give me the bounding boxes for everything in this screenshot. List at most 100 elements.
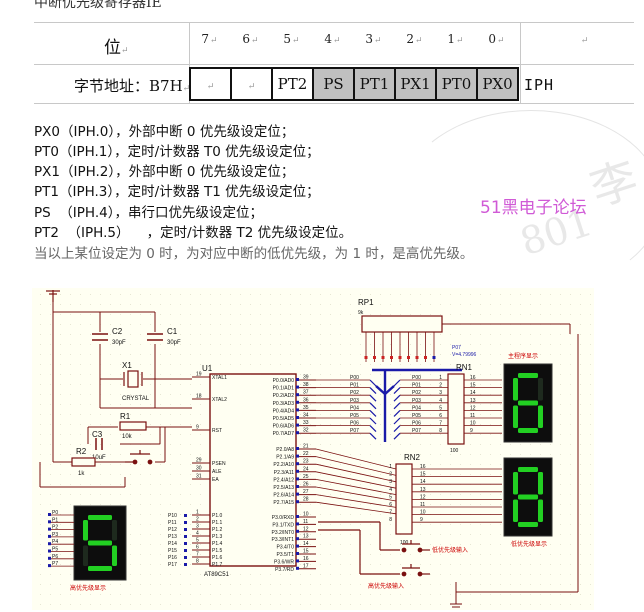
grid-dot bbox=[250, 574, 251, 575]
grid-dot bbox=[580, 424, 581, 425]
grid-dot bbox=[470, 334, 471, 335]
grid-dot bbox=[320, 294, 321, 295]
grid-dot bbox=[190, 524, 191, 525]
grid-dot bbox=[110, 394, 111, 395]
grid-dot bbox=[360, 294, 361, 295]
rp1-pin-marker bbox=[364, 356, 368, 359]
pin-marker bbox=[48, 549, 51, 553]
grid-dot bbox=[510, 344, 511, 345]
rn2-pin-number: 5 bbox=[389, 494, 392, 500]
segment-e bbox=[513, 405, 518, 428]
grid-dot bbox=[430, 384, 431, 385]
grid-dot bbox=[400, 594, 401, 595]
grid-dot bbox=[470, 294, 471, 295]
grid-dot bbox=[280, 324, 281, 325]
grid-dot bbox=[320, 524, 321, 525]
grid-dot bbox=[150, 294, 151, 295]
grid-dot bbox=[300, 474, 301, 475]
grid-dot bbox=[130, 344, 131, 345]
grid-dot bbox=[560, 314, 561, 315]
grid-dot bbox=[40, 334, 41, 335]
grid-dot bbox=[390, 374, 391, 375]
grid-dot bbox=[120, 414, 121, 415]
grid-dot bbox=[440, 604, 441, 605]
rp1-pins bbox=[364, 332, 436, 362]
rn2-value: 100 bbox=[400, 540, 409, 546]
grid-dot bbox=[570, 504, 571, 505]
grid-dot bbox=[500, 374, 501, 375]
grid-dot bbox=[90, 404, 91, 405]
rn2-pin-number: 4 bbox=[389, 487, 392, 493]
grid-dot bbox=[200, 424, 201, 425]
reset-button[interactable] bbox=[125, 450, 153, 465]
grid-dot bbox=[590, 594, 591, 595]
segment-e bbox=[83, 545, 88, 566]
grid-dot bbox=[570, 434, 571, 435]
grid-dot bbox=[250, 304, 251, 305]
seven-segment-low-priority bbox=[503, 457, 553, 537]
grid-dot bbox=[380, 344, 381, 345]
grid-dot bbox=[170, 594, 171, 595]
grid-dot bbox=[190, 494, 191, 495]
grid-dot bbox=[80, 454, 81, 455]
grid-dot bbox=[350, 474, 351, 475]
grid-dot bbox=[200, 354, 201, 355]
grid-dot bbox=[160, 414, 161, 415]
grid-dot bbox=[180, 514, 181, 515]
grid-dot bbox=[370, 294, 371, 295]
grid-dot bbox=[390, 464, 391, 465]
grid-dot bbox=[130, 394, 131, 395]
grid-dot bbox=[120, 324, 121, 325]
grid-dot bbox=[370, 314, 371, 315]
grid-dot bbox=[210, 334, 211, 335]
grid-dot bbox=[240, 364, 241, 365]
grid-dot bbox=[370, 554, 371, 555]
grid-dot bbox=[440, 354, 441, 355]
low-priority-input-button[interactable] bbox=[318, 521, 430, 553]
grid-dot bbox=[590, 494, 591, 495]
grid-dot bbox=[470, 434, 471, 435]
grid-dot bbox=[510, 584, 511, 585]
grid-dot bbox=[400, 314, 401, 315]
mcu-pin-name: P3.5/T1 bbox=[276, 552, 294, 558]
grid-dot bbox=[100, 594, 101, 595]
c3-ref: C3 bbox=[92, 430, 103, 439]
pin-marker bbox=[296, 454, 299, 458]
bit-cell: PT1 bbox=[353, 67, 396, 101]
grid-dot bbox=[520, 554, 521, 555]
grid-dot bbox=[470, 564, 471, 565]
grid-dot bbox=[470, 504, 471, 505]
grid-dot bbox=[160, 564, 161, 565]
mcu-pin-number: 13 bbox=[303, 534, 309, 540]
grid-dot bbox=[440, 544, 441, 545]
grid-dot bbox=[60, 454, 61, 455]
high-priority-input-button[interactable] bbox=[318, 529, 430, 577]
table-divider bbox=[189, 22, 190, 104]
rn2-pin-number: 3 bbox=[389, 479, 392, 485]
grid-dot bbox=[380, 354, 381, 355]
grid-dot bbox=[350, 544, 351, 545]
grid-dot bbox=[570, 464, 571, 465]
grid-dot bbox=[520, 454, 521, 455]
rp1-pin-marker bbox=[424, 356, 427, 359]
mcu-pin-name: RST bbox=[212, 428, 222, 434]
grid-dot bbox=[400, 294, 401, 295]
grid-dot bbox=[430, 474, 431, 475]
grid-dot bbox=[410, 424, 411, 425]
grid-dot bbox=[350, 484, 351, 485]
grid-dot bbox=[140, 574, 141, 575]
grid-dot bbox=[500, 504, 501, 505]
grid-dot bbox=[350, 534, 351, 535]
mcu-pin-name: PSEN bbox=[212, 461, 226, 467]
segment-e bbox=[513, 499, 518, 522]
grid-dot bbox=[560, 304, 561, 305]
grid-dot bbox=[500, 564, 501, 565]
grid-dot bbox=[140, 504, 141, 505]
grid-dot bbox=[400, 304, 401, 305]
bit-header: 7↵ bbox=[201, 32, 218, 46]
net-label: P04 bbox=[412, 405, 421, 411]
grid-dot bbox=[290, 604, 291, 605]
grid-dot bbox=[140, 404, 141, 405]
rn1-ref: RN1 bbox=[456, 363, 473, 372]
grid-dot bbox=[360, 314, 361, 315]
